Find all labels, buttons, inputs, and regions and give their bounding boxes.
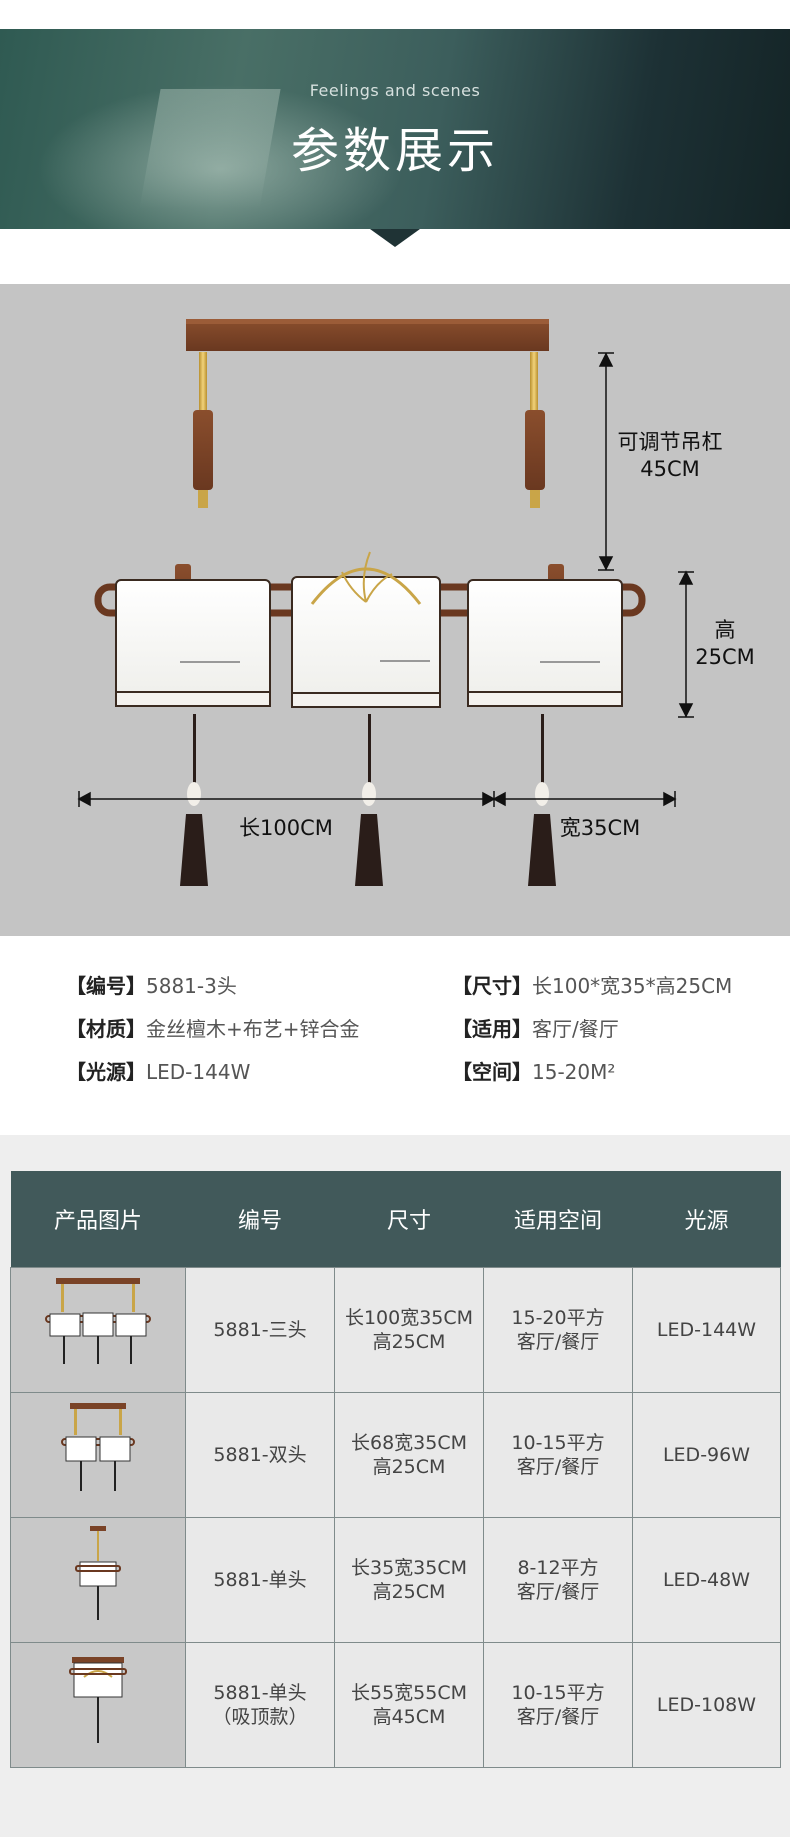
- row-size: 长100宽35CM 高25CM: [334, 1267, 484, 1393]
- row-size: 长35宽35CM 高25CM: [334, 1517, 484, 1643]
- ceiling-lamp-icon: [69, 1657, 127, 1743]
- header-light: 光源: [632, 1171, 781, 1268]
- table-row: 5881-三头 长100宽35CM 高25CM 15-20平方 客厅/餐厅 LE…: [10, 1267, 781, 1393]
- header-image: 产品图片: [10, 1171, 186, 1268]
- chandelier-illustration: [77, 319, 694, 886]
- row-space: 10-15平方 客厅/餐厅: [483, 1392, 633, 1518]
- product-thumbnail-single: [10, 1517, 186, 1643]
- row-model: 5881-双头: [185, 1392, 335, 1518]
- hero-banner: Feelings and scenes 参数展示: [0, 29, 790, 229]
- row-light: LED-96W: [632, 1392, 781, 1518]
- row-light: LED-144W: [632, 1267, 781, 1393]
- rod-dimension-label: 可调节吊杠 45CM: [617, 430, 723, 481]
- spec-item-model: 【编号】5881-3头: [66, 974, 237, 998]
- spec-item-size: 【尺寸】长100*宽35*高25CM: [452, 974, 733, 998]
- hero-subtitle: Feelings and scenes: [309, 81, 481, 100]
- table-header-row: 产品图片 编号 尺寸 适用空间 光源: [10, 1171, 781, 1268]
- row-space: 15-20平方 客厅/餐厅: [483, 1267, 633, 1393]
- row-model: 5881-单头: [185, 1517, 335, 1643]
- pendant-single-icon: [75, 1526, 121, 1620]
- row-light: LED-108W: [632, 1642, 781, 1768]
- table-row: 5881-单头 （吸顶款） 长55宽55CM 高45CM 10-15平方 客厅/…: [10, 1642, 781, 1768]
- row-model: 5881-单头 （吸顶款）: [185, 1642, 335, 1768]
- spec-item-material: 【材质】金丝檀木+布艺+锌合金: [66, 1017, 360, 1041]
- table-row: 5881-双头 长68宽35CM 高25CM 10-15平方 客厅/餐厅 LED…: [10, 1392, 781, 1518]
- row-size: 长68宽35CM 高25CM: [334, 1392, 484, 1518]
- header-size: 尺寸: [334, 1171, 484, 1268]
- product-thumbnail-3-head: [10, 1267, 186, 1393]
- height-dimension-label: 高 25CM: [695, 618, 755, 669]
- product-thumbnail-ceiling: [10, 1642, 186, 1768]
- row-space: 10-15平方 客厅/餐厅: [483, 1642, 633, 1768]
- banner-notch: [370, 229, 420, 247]
- spec-item-light-source: 【光源】LED-144W: [66, 1060, 251, 1084]
- row-size: 长55宽55CM 高45CM: [334, 1642, 484, 1768]
- row-model: 5881-三头: [185, 1267, 335, 1393]
- length-dimension-label: 长100CM: [239, 816, 333, 840]
- row-light: LED-48W: [632, 1517, 781, 1643]
- chandelier-3-head-icon: [45, 1278, 151, 1364]
- chandelier-2-head-icon: [61, 1403, 135, 1491]
- product-thumbnail-2-head: [10, 1392, 186, 1518]
- header-space: 适用空间: [483, 1171, 633, 1268]
- table-row: 5881-单头 长35宽35CM 高25CM 8-12平方 客厅/餐厅 LED-…: [10, 1517, 781, 1643]
- product-variants-table: 产品图片 编号 尺寸 适用空间 光源 5881-三头 长100宽35CM 高25…: [10, 1171, 781, 1768]
- hero-title: 参数展示: [290, 123, 499, 179]
- product-photo: 可调节吊杠 45CM 高 25CM 长100CM 宽35CM: [0, 284, 790, 936]
- spec-item-space: 【空间】15-20M²: [452, 1060, 616, 1084]
- row-space: 8-12平方 客厅/餐厅: [483, 1517, 633, 1643]
- width-dimension-label: 宽35CM: [559, 816, 641, 840]
- spec-item-usage: 【适用】客厅/餐厅: [452, 1017, 619, 1041]
- header-model: 编号: [185, 1171, 335, 1268]
